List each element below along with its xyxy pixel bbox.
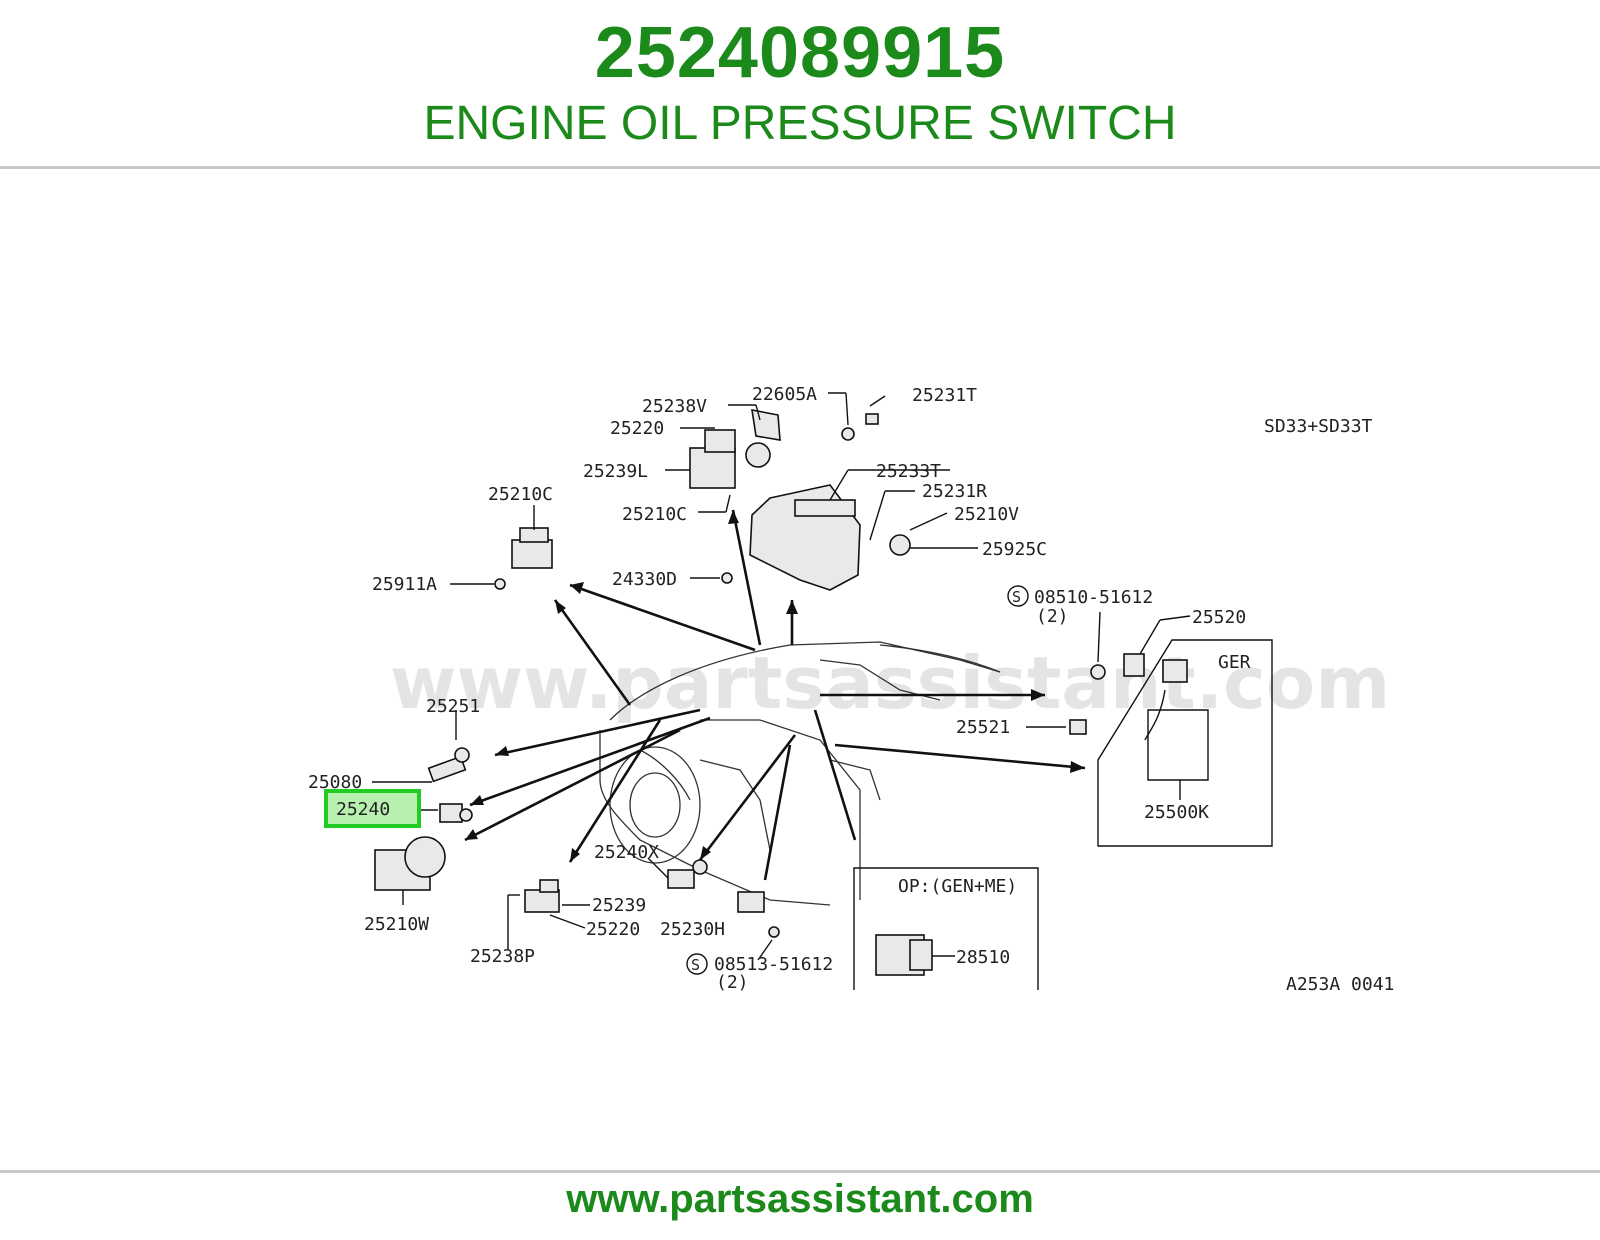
unit-25520 — [1090, 653, 1145, 680]
figure-code: A253A 0041 — [1286, 974, 1394, 995]
op-variant-box — [853, 867, 1039, 990]
label-25210c-top[interactable]: 25210C — [488, 484, 553, 505]
highlighted-part-box[interactable] — [324, 789, 421, 828]
part-name: ENGINE OIL PRESSURE SWITCH — [423, 97, 1177, 150]
label-08513-qty: (2) — [716, 972, 749, 993]
relay-28510 — [875, 934, 933, 976]
bolt-24330d — [721, 572, 733, 584]
label-25251[interactable]: 25251 — [426, 696, 480, 717]
label-24330d[interactable]: 24330D — [612, 569, 677, 590]
relay-25210c-top — [511, 527, 553, 569]
bolt-22605a — [841, 413, 879, 441]
relay-25239 — [524, 879, 560, 913]
label-25925c[interactable]: 25925C — [982, 539, 1047, 560]
label-25239l[interactable]: 25239L — [583, 461, 648, 482]
watermark: www.partsassistant.com — [390, 641, 1390, 725]
s-symbol-circle — [1007, 585, 1029, 607]
label-25911a[interactable]: 25911A — [372, 574, 437, 595]
label-25239[interactable]: 25239 — [592, 895, 646, 916]
relay-25210w — [374, 836, 446, 891]
label-08510-51612[interactable]: 08510-51612 — [1034, 587, 1153, 608]
ger-box-label: GER — [1218, 652, 1251, 673]
label-25230h[interactable]: 25230H — [660, 919, 725, 940]
label-25238p[interactable]: 25238P — [470, 946, 535, 967]
s-symbol-circle — [686, 953, 708, 975]
label-25210v[interactable]: 25210V — [954, 504, 1019, 525]
label-28510[interactable]: 28510 — [956, 947, 1010, 968]
unit-25500k — [1144, 659, 1188, 741]
label-25238v[interactable]: 25238V — [642, 396, 707, 417]
label-08513-51612[interactable]: 08513-51612 — [714, 954, 833, 975]
part-number: 2524089915 — [594, 13, 1006, 93]
leader-lines — [372, 392, 1191, 961]
sensor-25230h — [737, 891, 780, 938]
label-25231t[interactable]: 25231T — [912, 385, 977, 406]
label-25080[interactable]: 25080 — [308, 772, 362, 793]
sensor-25080 — [427, 747, 470, 783]
label-22605a[interactable]: 22605A — [752, 384, 817, 405]
arrows — [464, 509, 1086, 881]
diagram-panel — [178, 336, 1418, 1008]
label-25240[interactable]: 25240 — [336, 799, 390, 820]
cap-25521 — [1069, 719, 1087, 735]
s-symbol: S — [1012, 588, 1021, 606]
engine-code: SD33+SD33T — [1264, 416, 1373, 437]
ger-variant-box — [1097, 639, 1273, 847]
label-25210w[interactable]: 25210W — [364, 914, 429, 935]
label-25220-top[interactable]: 25220 — [610, 418, 664, 439]
label-25520[interactable]: 25520 — [1192, 607, 1246, 628]
label-08510-qty: (2) — [1036, 606, 1069, 627]
vehicle-body-outline — [599, 641, 1001, 906]
label-25240x[interactable]: 25240X — [594, 842, 659, 863]
bracket-25233t — [749, 484, 911, 591]
label-25233t[interactable]: 25233T — [876, 461, 941, 482]
label-25500k[interactable]: 25500K — [1144, 802, 1209, 823]
oil-pressure-switch-25240 — [439, 803, 473, 823]
footer-url[interactable]: www.partsassistant.com — [566, 1177, 1034, 1221]
screw-25911a — [494, 578, 506, 590]
label-25521[interactable]: 25521 — [956, 717, 1010, 738]
label-25210c-left[interactable]: 25210C — [622, 504, 687, 525]
footer-divider — [0, 1170, 1600, 1173]
op-box-label: OP:(GEN+ME) — [898, 876, 1017, 897]
header-divider — [0, 166, 1600, 169]
label-25231r[interactable]: 25231R — [922, 481, 987, 502]
label-25220-bottom[interactable]: 25220 — [586, 919, 640, 940]
s-symbol: S — [691, 956, 700, 974]
